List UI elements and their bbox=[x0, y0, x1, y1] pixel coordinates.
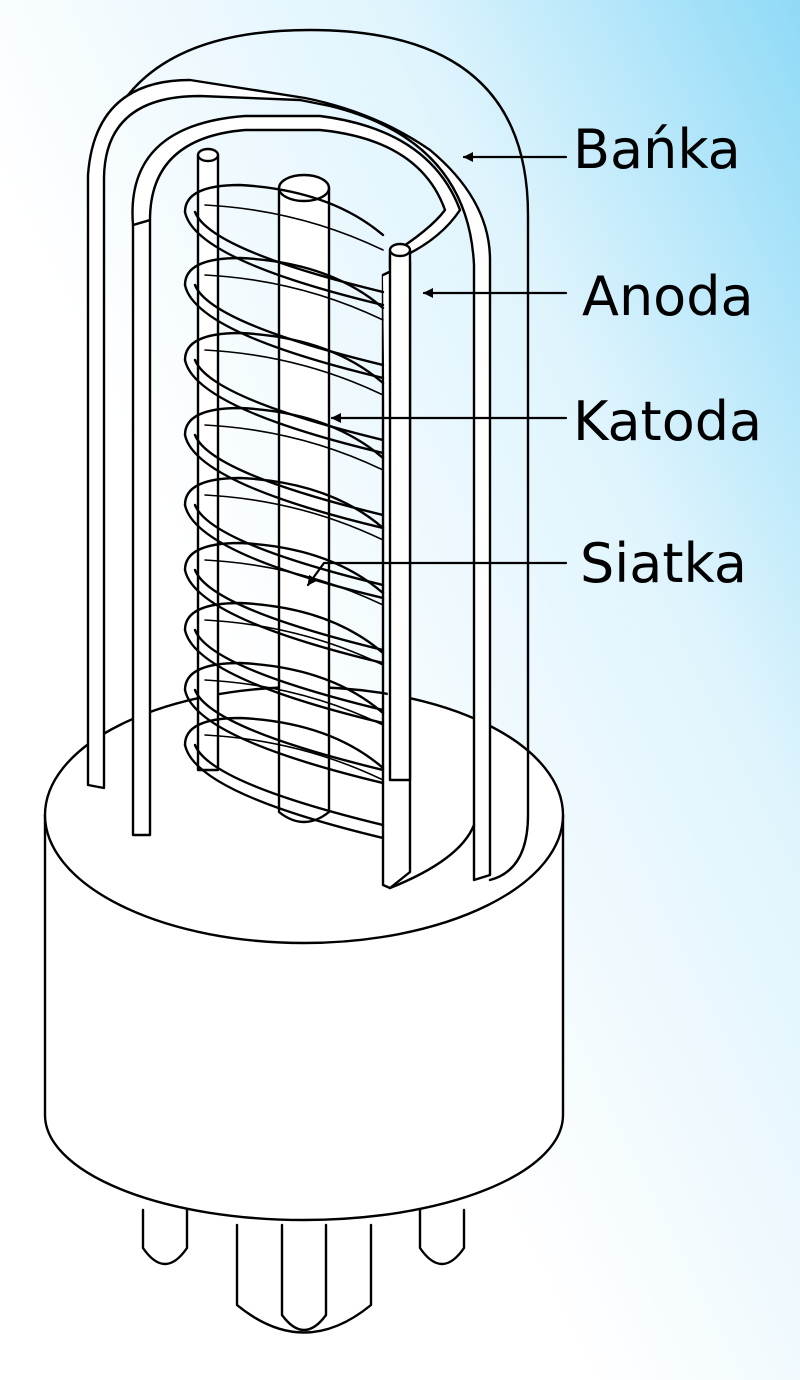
label-anoda: Anoda bbox=[582, 265, 754, 328]
label-katoda: Katoda bbox=[573, 390, 762, 453]
label-siatka: Siatka bbox=[580, 532, 747, 595]
tube-pins bbox=[141, 1208, 466, 1334]
leader-siatka bbox=[306, 561, 568, 587]
grid-rods bbox=[196, 147, 412, 782]
leader-lines bbox=[306, 152, 568, 587]
grid-spiral bbox=[183, 183, 385, 840]
label-banka: Bańka bbox=[573, 118, 741, 181]
